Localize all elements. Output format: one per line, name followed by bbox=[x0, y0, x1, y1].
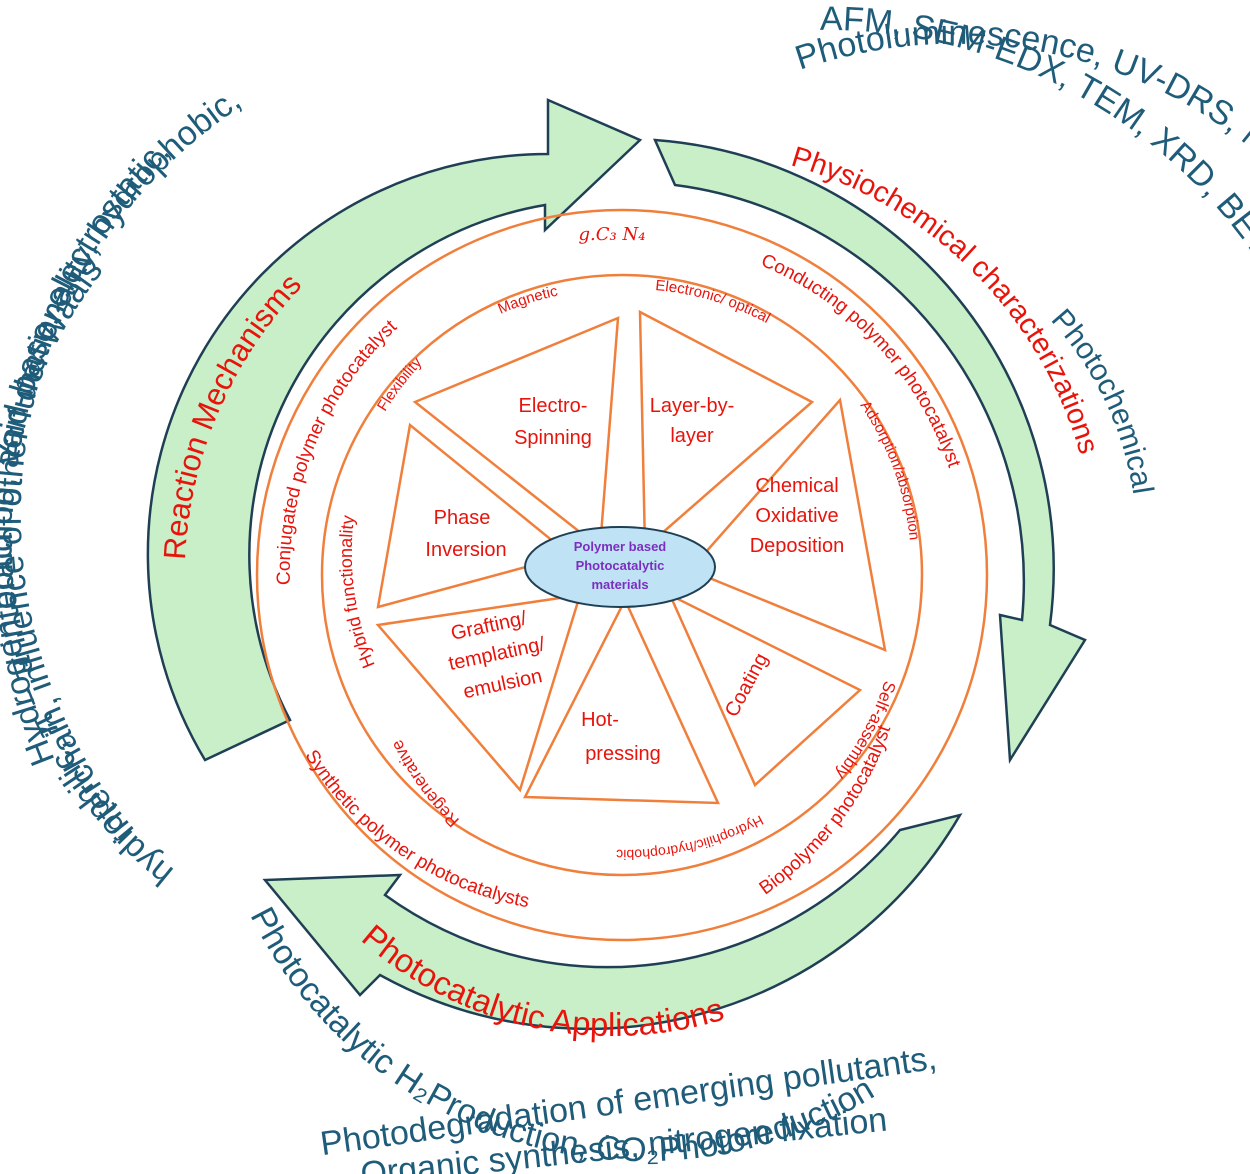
segment-electrospinning bbox=[412, 316, 620, 551]
segment-phase-inversion bbox=[376, 422, 573, 609]
reaction-mechanisms-arrow bbox=[146, 98, 643, 762]
regenerative-label: Regenerative bbox=[387, 737, 463, 831]
layer-line-2: layer bbox=[670, 425, 714, 447]
segment-coating bbox=[667, 592, 863, 788]
electrospinning-line-2: Spinning bbox=[514, 427, 592, 449]
phase-line-2: Inversion bbox=[425, 539, 506, 561]
segment-chemical-oxidative bbox=[687, 397, 887, 653]
center-line-3: materials bbox=[591, 577, 648, 592]
chemical-line-2: Oxidative bbox=[755, 505, 838, 527]
hot-pressing-line-1: Hot- bbox=[581, 709, 619, 731]
hydrophilic-label: Hydrophilic/hydrophobic bbox=[616, 812, 766, 863]
electrospinning-line-1: Electro- bbox=[519, 395, 588, 417]
electronic-optical-label: Electronic/ optical bbox=[655, 277, 774, 327]
applications-arrow bbox=[262, 813, 963, 1031]
chemical-line-3: Deposition bbox=[750, 535, 845, 557]
hot-pressing-line-2: pressing bbox=[585, 743, 661, 765]
center-ellipse bbox=[524, 526, 716, 608]
segment-layer-by-layer bbox=[638, 309, 815, 551]
chemical-line-1: Chemical bbox=[755, 475, 838, 497]
adsorption-label: Adsorption/absorption bbox=[857, 398, 923, 541]
center-line-2: Photocatalytic bbox=[576, 558, 665, 573]
layer-line-1: Layer-by- bbox=[650, 395, 734, 417]
gc3n4-label: g.C₃ N₄ bbox=[579, 224, 646, 245]
magnetic-label: Magnetic bbox=[495, 283, 559, 318]
characterizations-arrow bbox=[653, 138, 1087, 764]
segment-grafting bbox=[375, 593, 582, 793]
segment-hot-pressing bbox=[522, 597, 720, 805]
center-line-1: Polymer based bbox=[574, 539, 667, 554]
hybrid-functionality-label: Hybrid functionality bbox=[336, 514, 379, 671]
middle-orange-ring bbox=[320, 273, 924, 877]
outer-orange-ring bbox=[255, 208, 989, 942]
phase-line-1: Phase bbox=[434, 507, 491, 529]
